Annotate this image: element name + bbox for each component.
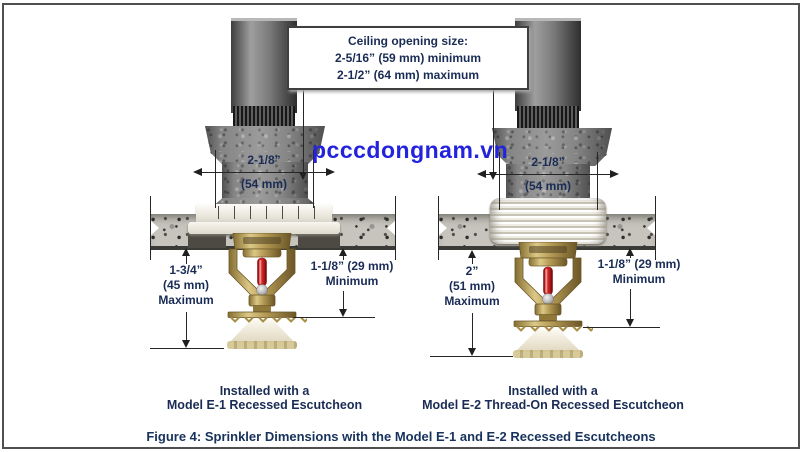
- left-max-line-top: [186, 254, 187, 264]
- right-max-line-bottom: [472, 313, 473, 348]
- right-max-baseline: [430, 356, 513, 357]
- right-max-inches: 2”: [465, 264, 479, 278]
- note-leader-right: [493, 90, 494, 176]
- left-max-line-bottom: [186, 312, 187, 340]
- left-escutcheon-ticks: [203, 206, 325, 219]
- right-reducer-flange: [492, 128, 612, 156]
- left-min-value: 1-1/8” (29 mm): [310, 259, 394, 273]
- right-width-inches: 2-1/8”: [531, 155, 565, 169]
- right-pipe-threads: [517, 106, 579, 128]
- left-max-inches: 1-3/4”: [169, 263, 203, 277]
- right-max-mm: (51 mm): [448, 279, 495, 293]
- right-max-line-top: [472, 256, 473, 264]
- left-min-arrow-down: [339, 309, 347, 317]
- right-width-mm: (54 mm): [524, 179, 571, 193]
- right-min-qualifier: Minimum: [612, 272, 666, 286]
- note-line-2: 2-5/16” (59 mm) minimum: [334, 50, 482, 65]
- right-ceiling-break-left: [438, 220, 447, 236]
- right-min-line-bottom: [630, 289, 631, 319]
- watermark: pcccdongnam.vn: [312, 137, 509, 163]
- right-reducer-shoulder: [496, 154, 608, 166]
- left-ceiling-break-left: [150, 220, 159, 236]
- right-ghost-cone: [515, 330, 581, 352]
- left-min-qualifier: Minimum: [325, 274, 379, 288]
- left-escutcheon-band: [196, 204, 332, 226]
- left-width-arrow-right: [326, 168, 335, 176]
- left-label-line1: Installed with a: [219, 384, 310, 398]
- right-max-qualifier: Maximum: [444, 294, 500, 308]
- left-width-dim-line: [196, 172, 332, 173]
- right-label-line1: Installed with a: [508, 384, 598, 398]
- left-ceiling-break-right: [387, 220, 396, 236]
- left-assembly-label: Installed with a Model E-1 Recessed Escu…: [137, 384, 392, 412]
- right-escutcheon-threaded: [490, 198, 606, 244]
- right-ghost-deflector: [513, 350, 583, 358]
- left-label-line2: Model E-1 Recessed Escutcheon: [166, 398, 363, 412]
- note-line-3: 2-1/2” (64 mm) maximum: [336, 67, 480, 82]
- left-opening-shadow-right: [298, 232, 340, 248]
- right-min-arrow-up: [626, 248, 634, 256]
- left-ghost-deflector: [227, 341, 297, 349]
- left-width-ext-left: [215, 150, 216, 208]
- left-max-label: 1-3/4” (45 mm) Maximum: [116, 263, 256, 308]
- right-label-line2: Model E-2 Thread-On Recessed Escutcheon: [422, 398, 684, 412]
- left-reducer-flange: [205, 126, 325, 154]
- left-width-ext-right: [313, 150, 314, 208]
- left-reducer-body: [222, 162, 308, 200]
- left-width-inches: 2-1/8”: [247, 153, 281, 167]
- note-leader-right-arrow: [489, 172, 497, 180]
- figure-border: [2, 3, 800, 449]
- right-opening-extension-left: [438, 196, 439, 260]
- right-opening-extension-right: [655, 196, 656, 260]
- right-width-arrow-right: [610, 170, 619, 178]
- note-leader-left-arrow: [299, 172, 307, 180]
- right-reducer-body: [506, 164, 590, 204]
- right-min-baseline: [583, 327, 660, 328]
- right-width-arrow-left: [477, 170, 486, 178]
- left-max-mm: (45 mm): [162, 278, 209, 292]
- left-min-label: 1-1/8” (29 mm) Minimum: [282, 259, 422, 289]
- left-min-arrow-up: [339, 248, 347, 256]
- left-min-baseline: [293, 317, 375, 318]
- right-max-label: 2” (51 mm) Maximum: [402, 264, 542, 309]
- left-max-baseline: [150, 348, 224, 349]
- left-opening-shadow-left: [188, 232, 226, 248]
- ceiling-opening-note-box: Ceiling opening size: 2-5/16” (59 mm) mi…: [287, 26, 529, 90]
- left-supply-pipe: [231, 18, 297, 113]
- right-width-ext-right: [597, 152, 598, 210]
- left-ghost-cone: [229, 320, 295, 343]
- left-escutcheon-lip: [188, 222, 340, 234]
- right-max-arrow-up: [468, 250, 476, 258]
- left-width-mm: (54 mm): [240, 177, 287, 191]
- right-min-label: 1-1/8” (29 mm) Minimum: [569, 257, 709, 287]
- left-opening-extension-right: [395, 196, 396, 260]
- right-assembly-label: Installed with a Model E-2 Thread-On Rec…: [408, 384, 698, 412]
- left-max-qualifier: Maximum: [158, 293, 214, 307]
- right-min-line-top: [630, 254, 631, 258]
- right-ceiling-break-right: [647, 220, 656, 236]
- left-width-arrow-left: [193, 168, 202, 176]
- left-max-arrow-down: [182, 340, 190, 348]
- right-min-arrow-down: [626, 319, 634, 327]
- right-max-arrow-down: [468, 348, 476, 356]
- figure-caption: Figure 4: Sprinkler Dimensions with the …: [146, 429, 656, 444]
- left-pipe-threads: [233, 106, 295, 128]
- right-width-ext-left: [499, 152, 500, 210]
- note-line-1: Ceiling opening size:: [347, 33, 468, 48]
- note-leader-left: [303, 90, 304, 176]
- left-min-line-top: [343, 254, 344, 260]
- left-max-arrow-up: [182, 248, 190, 256]
- left-reducer-shoulder: [209, 152, 321, 164]
- left-min-line-bottom: [343, 291, 344, 310]
- right-width-dim-line: [480, 174, 616, 175]
- right-min-value: 1-1/8” (29 mm): [597, 257, 681, 271]
- left-opening-extension-left: [150, 196, 151, 260]
